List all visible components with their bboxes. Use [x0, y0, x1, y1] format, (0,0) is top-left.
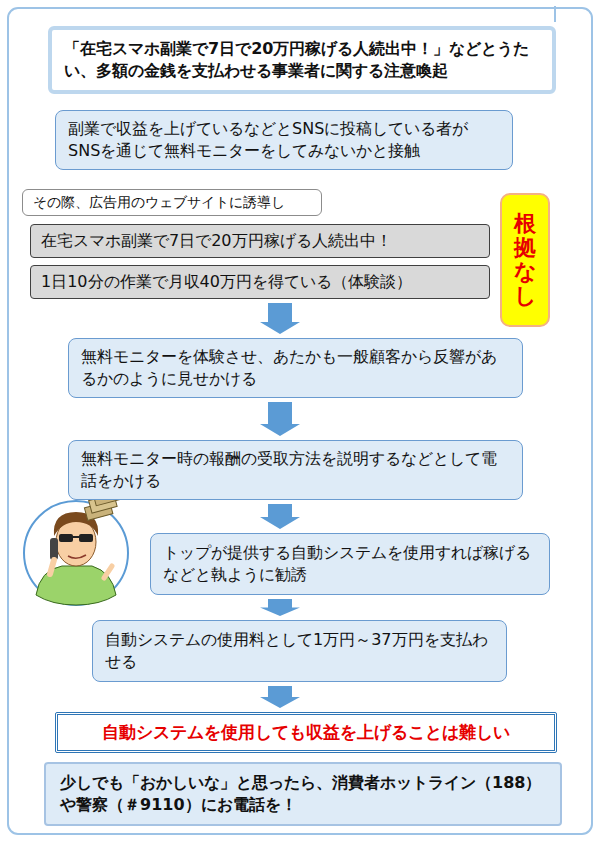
process-box: 副業で収益を上げているなどとSNSに投稿している者がSNSを通じて無料モニターを…: [55, 110, 513, 170]
warning-tag: 根拠なし: [500, 193, 550, 327]
process-box: 自動システムの使用料として1万円～37万円を支払わせる: [92, 620, 507, 682]
claim-box: 在宅スマホ副業で7日で20万円稼げる人続出中！: [30, 224, 490, 258]
block-arrow: [260, 402, 300, 436]
node-text: 根拠なし: [514, 212, 536, 309]
claim-box: 1日10分の作業で月収40万円を得ている（体験談）: [30, 265, 490, 299]
conclusion-box: 自動システムを使用しても収益を上げることは難しい: [55, 712, 557, 753]
node-text: 少しでも「おかしいな」と思ったら、消費者ホットライン（188）や警察（＃9110…: [60, 772, 546, 815]
process-box: 無料モニター時の報酬の受取方法を説明するなどとして電話をかける: [68, 440, 523, 500]
block-arrow: [260, 303, 300, 334]
node-text: 副業で収益を上げているなどとSNSに投稿している者がSNSを通じて無料モニターを…: [68, 118, 500, 161]
process-box: 無料モニターを体験させ、あたかも一般顧客から反響があるかのように見せかける: [68, 338, 523, 398]
node-text: 無料モニターを体験させ、あたかも一般顧客から反響があるかのように見せかける: [81, 346, 510, 389]
outer-frame: [8, 8, 592, 834]
node-text: トップが提供する自動システムを使用すれば稼げるなどと執ように勧誘: [163, 542, 537, 585]
node-text: 無料モニター時の報酬の受取方法を説明するなどとして電話をかける: [81, 448, 510, 491]
advice-box: 少しでも「おかしいな」と思ったら、消費者ホットライン（188）や警察（＃9110…: [44, 762, 562, 826]
node-text: その際、広告用のウェブサイトに誘導し: [33, 193, 285, 212]
node-text: 自動システムを使用しても収益を上げることは難しい: [102, 721, 510, 744]
title-box: 「在宅スマホ副業で7日で20万円稼げる人続出中！」などとうたい、多額の金銭を支払…: [48, 26, 556, 94]
block-arrow: [260, 504, 300, 529]
note-box: その際、広告用のウェブサイトに誘導し: [22, 189, 322, 216]
node-text: 自動システムの使用料として1万円～37万円を支払わせる: [105, 629, 494, 672]
node-text: 「在宅スマホ副業で7日で20万円稼げる人続出中！」などとうたい、多額の金銭を支払…: [64, 38, 540, 81]
block-arrow: [260, 599, 300, 616]
scammer-illustration: [24, 486, 128, 605]
node-text: 在宅スマホ副業で7日で20万円稼げる人続出中！: [41, 230, 392, 252]
block-arrow: [260, 686, 300, 708]
node-text: 1日10分の作業で月収40万円を得ている（体験談）: [41, 271, 412, 293]
process-box: トップが提供する自動システムを使用すれば稼げるなどと執ように勧誘: [150, 533, 550, 595]
